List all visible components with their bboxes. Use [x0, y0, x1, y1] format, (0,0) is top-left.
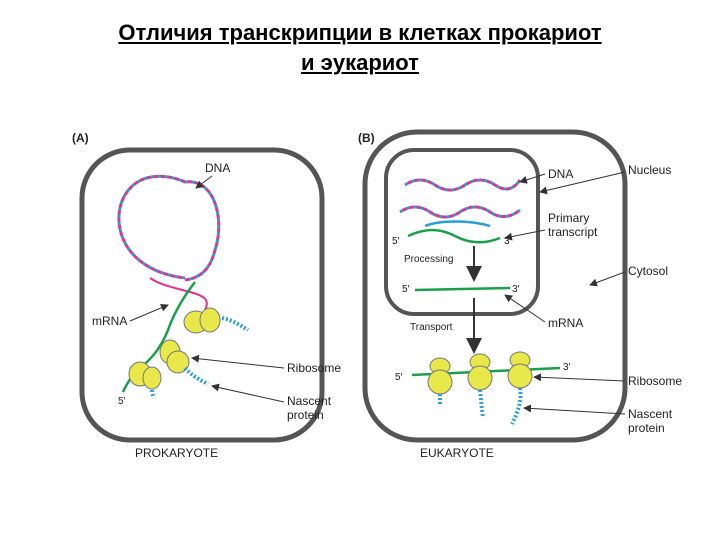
prokaryote-dna [117, 174, 221, 311]
panel-eukaryote: (B) [358, 129, 682, 460]
label-b-dna: DNA [548, 167, 573, 181]
label-b-primary-2: transcript [548, 225, 598, 239]
label-b-nascent-1: Nascent [628, 407, 673, 421]
prokaryote-ribosome-1 [183, 307, 221, 334]
primary-transcript-template [424, 220, 491, 228]
label-b-three-prime-2: 3′ [512, 284, 520, 295]
label-a-ribosome: Ribosome [287, 361, 341, 375]
eukaryote-ribosome-3 [507, 351, 533, 389]
label-a-mrna: mRNA [92, 314, 127, 328]
label-b-processing: Processing [404, 254, 453, 265]
prokaryote-ribosome-2 [159, 339, 190, 374]
prokaryote-mrna [121, 281, 196, 393]
label-a-dna: DNA [205, 161, 230, 175]
label-b-three-prime-3: 3′ [563, 362, 571, 373]
label-a-nascent-2: protein [287, 408, 324, 422]
label-b-nascent-2: protein [628, 421, 665, 435]
label-b-primary-1: Primary [548, 211, 589, 225]
label-b-cytosol: Cytosol [628, 264, 668, 278]
label-b-transport: Transport [410, 322, 453, 333]
slide-title: Отличия транскрипции в клетках прокариот… [0, 18, 720, 78]
eukaryote-protein-2 [478, 389, 485, 419]
eukaryote-ribosome-1 [427, 357, 453, 395]
label-a-five-prime: 5′ [118, 396, 126, 407]
primary-transcript [407, 228, 501, 244]
label-b-mrna: mRNA [548, 316, 583, 330]
eukaryote-protein-3 [510, 387, 523, 425]
prokaryote-cell-membrane [79, 147, 325, 443]
eukaryote-cell-membrane [362, 129, 628, 443]
processed-mrna [414, 286, 511, 292]
title-line-2: и эукариот [301, 50, 419, 75]
prokaryote-protein-1 [221, 316, 250, 332]
label-b-five-prime-2: 5′ [402, 284, 410, 295]
panel-prokaryote: (A) DNA mRNA Ribos [72, 131, 341, 460]
panel-a-letter: (A) [72, 131, 89, 145]
label-b-nucleus: Nucleus [628, 163, 671, 177]
label-b-three-prime-1: 3′ [504, 236, 512, 247]
prokaryote-protein-3 [150, 389, 156, 399]
caption-prokaryote: PROKARYOTE [135, 446, 218, 460]
prokaryote-protein-2 [183, 366, 209, 386]
panel-b-letter: (B) [358, 131, 375, 145]
label-b-five-prime-1: 5′ [392, 236, 400, 247]
prokaryote-ribosome-3 [128, 361, 162, 390]
label-b-ribosome: Ribosome [628, 374, 682, 388]
label-a-nascent-1: Nascent [287, 394, 332, 408]
label-b-five-prime-3: 5′ [395, 372, 403, 383]
eukaryote-ribosome-2 [467, 353, 493, 391]
nucleus-membrane [384, 148, 540, 316]
caption-eukaryote: EUKARYOTE [420, 446, 494, 460]
eukaryote-dna [399, 178, 522, 219]
title-line-1: Отличия транскрипции в клетках прокариот [118, 20, 602, 45]
